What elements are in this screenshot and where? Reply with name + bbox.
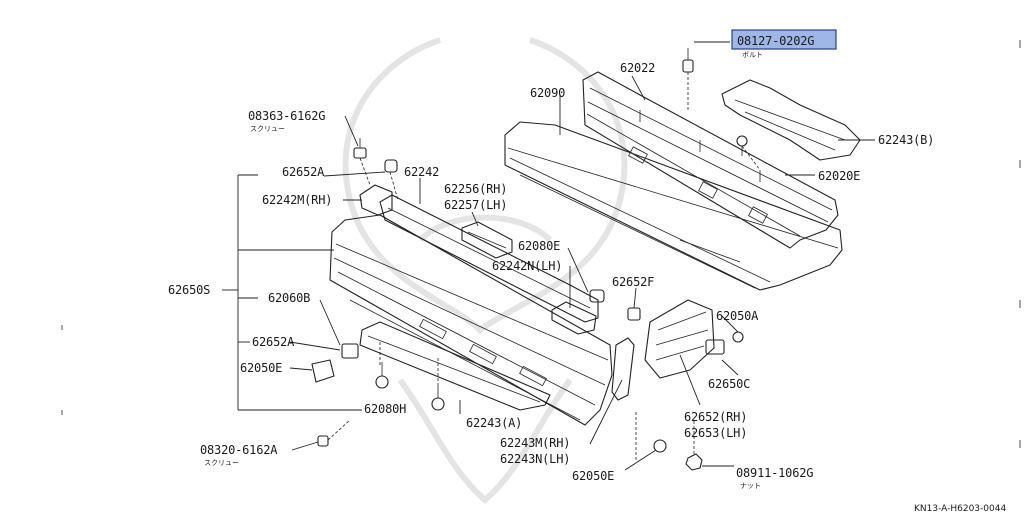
label-62242m[interactable]: 62242M(RH): [262, 193, 332, 207]
part-62080e-clip[interactable]: [589, 289, 605, 303]
nut-08911-icon[interactable]: [685, 453, 703, 471]
part-62243m-side-piece[interactable]: [611, 337, 635, 401]
label-62243b[interactable]: 62243(B): [878, 133, 934, 147]
label-08363-sub: スクリュー: [250, 125, 285, 133]
label-62243m[interactable]: 62243M(RH): [500, 436, 570, 450]
label-62090[interactable]: 62090: [530, 86, 565, 100]
label-62242n[interactable]: 62242N(LH): [492, 259, 562, 273]
diagram-code: KN13-A-H6203-0044: [914, 504, 1006, 514]
assembly-guide-lines: [327, 72, 761, 460]
clip-62652f-icon[interactable]: [627, 307, 641, 321]
label-62020e[interactable]: 62020E: [818, 169, 860, 183]
part-62243a-lower-lip[interactable]: [359, 321, 551, 411]
label-62650c[interactable]: 62650C: [708, 377, 750, 391]
bolt-62050e-bottom-icon[interactable]: [653, 439, 667, 453]
part-62242n-side-bracket[interactable]: [551, 301, 597, 335]
part-62243b-bracket[interactable]: [721, 79, 861, 161]
label-62060b[interactable]: 62060B: [268, 291, 310, 305]
label-62050a[interactable]: 62050A: [716, 309, 759, 323]
part-62652-side-mount[interactable]: [644, 299, 715, 379]
highlight-box-08127: [731, 29, 837, 50]
bolt-08127-icon[interactable]: [682, 48, 694, 73]
label-62652rh[interactable]: 62652(RH): [684, 410, 747, 424]
label-08363[interactable]: 08363-6162G: [248, 109, 325, 123]
label-62050e-bottom[interactable]: 62050E: [572, 469, 614, 483]
label-62257[interactable]: 62257(LH): [444, 198, 507, 212]
page-edge-marks: [61, 40, 1021, 448]
label-08320[interactable]: 08320-6162A: [200, 443, 278, 457]
label-62050e-left[interactable]: 62050E: [240, 361, 282, 375]
part-62050e-pad[interactable]: [311, 359, 335, 383]
label-62652a-mid[interactable]: 62652A: [252, 335, 295, 349]
part-62242-upper-retainer[interactable]: [379, 194, 599, 323]
label-62653lh[interactable]: 62653(LH): [684, 426, 747, 440]
label-62242[interactable]: 62242: [404, 165, 439, 179]
label-08127[interactable]: 08127-0202G: [737, 34, 814, 48]
label-62243n[interactable]: 62243N(LH): [500, 452, 570, 466]
label-62243a[interactable]: 62243(A): [466, 416, 522, 430]
label-62652f[interactable]: 62652F: [612, 275, 654, 289]
label-62256[interactable]: 62256(RH): [444, 182, 507, 196]
clip-62652a-top-icon[interactable]: [384, 159, 398, 173]
part-62652a-block[interactable]: [341, 343, 359, 359]
label-62080h[interactable]: 62080H: [364, 402, 406, 416]
part-62080h-clip-a[interactable]: [375, 362, 389, 389]
part-62242m-side-bracket[interactable]: [359, 184, 393, 216]
label-08911[interactable]: 08911-1062G: [736, 466, 813, 480]
label-08911-sub: ナット: [740, 482, 761, 490]
part-62090-bumper-cover[interactable]: [504, 121, 843, 291]
part-62256-bracket[interactable]: [461, 221, 513, 259]
part-labels: 08127-0202G ボルト 62022 62090 62243(B) 620…: [168, 34, 1006, 514]
label-62080e[interactable]: 62080E: [518, 239, 560, 253]
leader-lines: [222, 41, 875, 471]
part-62022-reinforcement[interactable]: [582, 71, 839, 249]
watermark-emblem: [342, 37, 628, 504]
label-62652a-top[interactable]: 62652A: [282, 165, 325, 179]
label-08127-sub: ボルト: [742, 51, 763, 59]
bolt-62050a-icon[interactable]: [732, 331, 744, 343]
part-62650c-retainer[interactable]: [705, 339, 725, 355]
label-62022[interactable]: 62022: [620, 61, 655, 75]
label-62650s[interactable]: 62650S: [168, 283, 210, 297]
label-08320-sub: スクリュー: [204, 459, 239, 467]
part-62080h-clip-b[interactable]: [431, 386, 445, 411]
part-62650s-front-bumper[interactable]: [329, 214, 613, 426]
screw-08320-icon[interactable]: [317, 435, 329, 447]
